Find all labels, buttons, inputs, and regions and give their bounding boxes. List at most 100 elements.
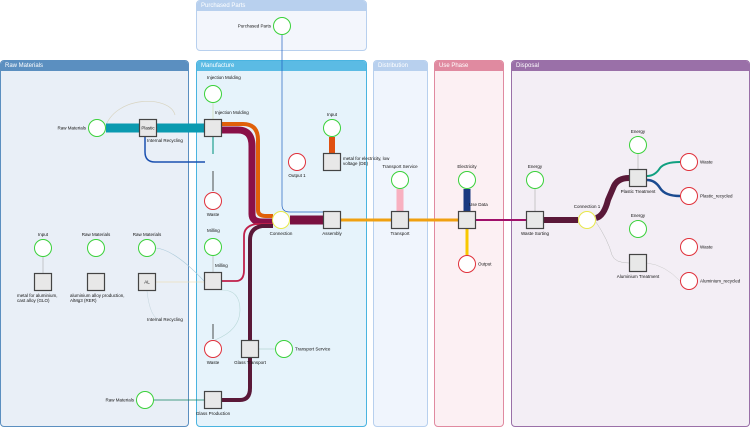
node-transport[interactable]: Transport xyxy=(390,210,410,237)
node-label: Transport Service xyxy=(382,164,418,169)
input-circle[interactable] xyxy=(204,238,222,256)
node-label: Energy xyxy=(631,129,646,134)
input-circle[interactable] xyxy=(204,85,222,103)
node-use-data[interactable]: Use Data xyxy=(457,202,489,230)
process-box[interactable] xyxy=(137,272,157,292)
output-circle[interactable] xyxy=(204,340,222,358)
node-waste-sorting[interactable]: Waste Sorting xyxy=(521,210,550,237)
node-injection-molding-in[interactable]: Injection Molding xyxy=(204,75,242,103)
node-injection-molding[interactable]: Injection Molding xyxy=(203,110,250,138)
node-waste-2[interactable]: Waste xyxy=(204,340,222,366)
node-glass-transport[interactable]: Glass Transport xyxy=(234,339,267,366)
node-input-elec[interactable]: Input xyxy=(323,112,341,137)
node-milling-in[interactable]: Milling xyxy=(204,228,222,256)
output-circle[interactable] xyxy=(680,272,698,290)
node-output-1[interactable]: Output 1 xyxy=(288,153,306,179)
node-internal-recycling-2[interactable]: Internal Recycling xyxy=(147,317,183,322)
node-label: Electricity xyxy=(457,164,477,169)
panel-title: Distribution xyxy=(374,61,427,71)
node-label: Glass Production xyxy=(196,411,231,416)
input-circle[interactable] xyxy=(275,340,293,358)
process-box[interactable] xyxy=(628,253,648,273)
node-plastic-treatment[interactable]: Plastic Treatment xyxy=(621,168,657,195)
output-circle[interactable] xyxy=(458,255,476,273)
process-box[interactable] xyxy=(457,210,477,230)
node-raw-materials-4[interactable]: Raw Materials xyxy=(105,391,154,409)
connector-circle[interactable] xyxy=(578,211,596,229)
input-circle[interactable] xyxy=(136,391,154,409)
node-aluminium-recycled[interactable]: Aluminium_recycled xyxy=(680,272,741,290)
node-label: Internal Recycling xyxy=(147,138,183,143)
node-raw-materials-1[interactable]: Raw Materials xyxy=(57,119,106,137)
node-output[interactable]: Output xyxy=(458,255,493,273)
node-raw-materials-3[interactable]: Raw Materials xyxy=(133,232,162,257)
process-box[interactable] xyxy=(628,168,648,188)
node-waste-4[interactable]: Waste xyxy=(680,238,714,256)
node-metal-cast[interactable]: metal for aluminium,cast alloy (GLO) xyxy=(17,272,58,304)
node-internal-recycling-1[interactable]: Internal Recycling xyxy=(147,138,183,143)
process-box[interactable] xyxy=(525,210,545,230)
input-circle[interactable] xyxy=(458,171,476,189)
node-purchased-parts[interactable]: Purchased Parts xyxy=(238,17,291,35)
output-circle[interactable] xyxy=(204,192,222,210)
input-circle[interactable] xyxy=(323,119,341,137)
flow-to-aluminium-treatment xyxy=(595,221,630,264)
node-transport-service-2[interactable]: Transport Service xyxy=(382,164,418,189)
process-box[interactable] xyxy=(322,210,342,230)
output-circle[interactable] xyxy=(680,238,698,256)
flow-glass xyxy=(222,224,273,402)
node-energy-3[interactable]: Energy xyxy=(629,213,647,238)
process-box[interactable] xyxy=(390,210,410,230)
process-box[interactable] xyxy=(86,272,106,292)
node-aluminium-treatment[interactable]: Aluminium Treatment xyxy=(617,253,660,280)
node-input-al[interactable]: Input xyxy=(34,232,52,257)
node-raw-materials-2[interactable]: Raw Materials xyxy=(82,232,111,257)
node-connection-1[interactable]: Connection 1 xyxy=(574,204,601,229)
process-box[interactable] xyxy=(203,390,223,410)
input-circle[interactable] xyxy=(34,239,52,257)
node-milling[interactable]: Milling xyxy=(203,263,229,291)
node-al-alloy[interactable]: aluminium alloy production,AlMg3 (RER) xyxy=(70,272,125,304)
node-label: Output xyxy=(478,262,492,267)
node-al-box[interactable]: AL xyxy=(137,272,157,292)
node-glass-production[interactable]: Glass Production xyxy=(196,390,231,417)
input-circle[interactable] xyxy=(88,119,106,137)
node-label: Aluminium_recycled xyxy=(700,279,741,284)
input-circle[interactable] xyxy=(526,171,544,189)
connector-circle[interactable] xyxy=(272,211,290,229)
input-circle[interactable] xyxy=(629,220,647,238)
node-waste-1[interactable]: Waste xyxy=(204,192,222,218)
node-label: AL xyxy=(144,280,150,285)
process-box[interactable] xyxy=(203,271,223,291)
node-waste-3[interactable]: Waste xyxy=(680,153,714,171)
process-box[interactable] xyxy=(240,339,260,359)
process-box[interactable] xyxy=(203,118,223,138)
node-plastic[interactable]: Plastic xyxy=(138,118,158,138)
node-assembly[interactable]: Assembly xyxy=(322,210,342,237)
process-box[interactable] xyxy=(322,152,342,172)
node-plastic-recycled[interactable]: Plastic_recycled xyxy=(680,187,734,205)
panel-title: Use Phase xyxy=(435,61,503,71)
node-label: Input xyxy=(327,112,338,117)
node-transport-service-1[interactable]: Transport Service xyxy=(275,340,331,358)
input-circle[interactable] xyxy=(629,136,647,154)
node-label: metal for aluminium,cast alloy (GLO) xyxy=(17,293,58,303)
input-circle[interactable] xyxy=(391,171,409,189)
process-box[interactable] xyxy=(138,118,158,138)
process-box[interactable] xyxy=(33,272,53,292)
output-circle[interactable] xyxy=(680,153,698,171)
node-electricity[interactable]: Electricity xyxy=(457,164,477,189)
node-connection[interactable]: Connection xyxy=(270,211,293,237)
output-circle[interactable] xyxy=(288,153,306,171)
node-energy-2[interactable]: Energy xyxy=(629,129,647,154)
output-circle[interactable] xyxy=(680,187,698,205)
node-label: Milling xyxy=(215,263,228,268)
node-energy-1[interactable]: Energy xyxy=(526,164,544,189)
input-circle[interactable] xyxy=(273,17,291,35)
input-circle[interactable] xyxy=(87,239,105,257)
flow-to-plastic-treatment xyxy=(594,175,630,221)
node-label: Energy xyxy=(528,164,543,169)
input-circle[interactable] xyxy=(138,239,156,257)
